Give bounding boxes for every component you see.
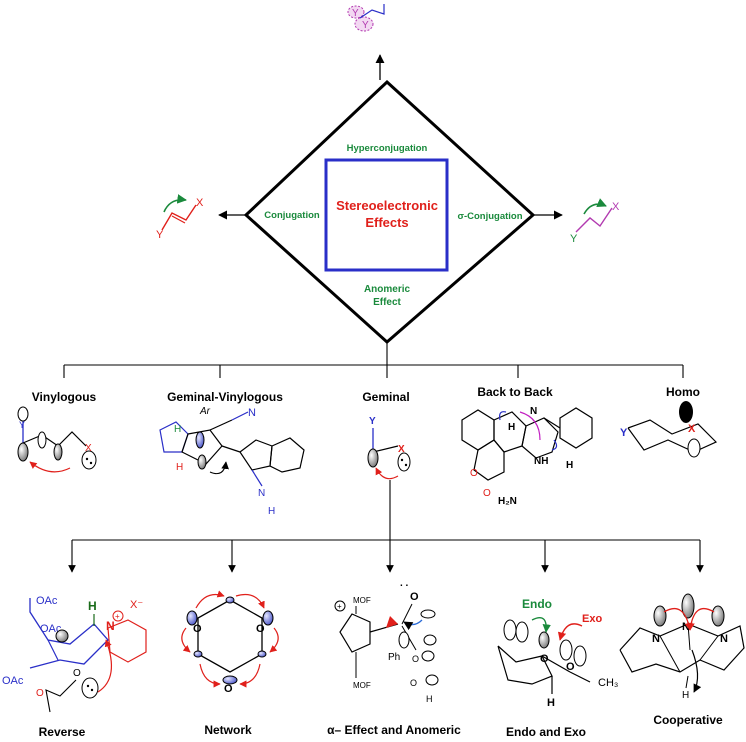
back-to-back-label: Back to Back	[477, 385, 553, 399]
quadrant-left-label: Conjugation	[264, 210, 320, 221]
reverse-xminus: X⁻	[130, 599, 143, 611]
quadrant-bottom-label-line2: Effect	[373, 297, 401, 308]
btb-h2: H	[566, 460, 573, 471]
alpha-ph: Ph	[388, 652, 400, 663]
back-to-back-panel: Back to Back H N NH H O O H₂N	[461, 385, 593, 507]
gv-ar: Ar	[199, 406, 211, 417]
alpha-h: H	[426, 694, 433, 704]
geminal-panel: Geminal Y X	[362, 390, 411, 480]
homo-label: Homo	[666, 385, 700, 399]
endo-o2: O	[566, 661, 575, 673]
vinylogous-label: Vinylogous	[32, 390, 97, 404]
geminal-x: X	[398, 444, 405, 455]
quadrant-right-label: σ-Conjugation	[457, 211, 522, 222]
reverse-oac1: OAc	[36, 595, 58, 607]
cooperative-label: Cooperative	[653, 713, 723, 727]
coop-n3: N	[720, 633, 728, 645]
reverse-label: Reverse	[39, 725, 86, 739]
alpha-mof2: MOF	[353, 681, 371, 690]
geminal-vinylogous-label: Geminal-Vinylogous	[167, 390, 283, 404]
geminal-y: Y	[369, 416, 376, 427]
endo-exo-label: Endo and Exo	[506, 725, 586, 739]
gv-nh: N	[258, 488, 265, 499]
central-diamond: Stereoelectronic Effects Hyperconjugatio…	[243, 79, 536, 345]
endo-o1: O	[540, 653, 549, 665]
gv-h1: H	[174, 424, 181, 435]
vinylogous-x: X	[85, 443, 92, 454]
left-conjugation-molecule: X Y	[156, 194, 204, 241]
alpha-oh-o2: O	[410, 678, 417, 688]
gv-h2: H	[176, 462, 183, 473]
cooperative-panel: Cooperative N N N H	[619, 593, 745, 727]
alpha-plus: +	[337, 602, 342, 611]
svg-text:O: O	[193, 623, 202, 635]
right-sigma-molecule: X Y	[570, 198, 620, 245]
endo-ch3: CH₃	[598, 677, 618, 689]
top-y2: Y	[362, 20, 369, 31]
geminal-vinylogous-panel: Geminal-Vinylogous N Ar H H N H	[159, 390, 305, 517]
vinylogous-y: Y	[19, 420, 25, 430]
network-label: Network	[204, 723, 252, 737]
left-x: X	[196, 197, 204, 209]
geminal-label: Geminal	[362, 390, 409, 404]
vinylogous-panel: Vinylogous Y X	[17, 390, 97, 473]
coop-n1: N	[652, 633, 660, 645]
alpha-o: O	[410, 591, 419, 603]
btb-n: N	[530, 406, 537, 417]
btb-o2: O	[483, 488, 491, 499]
branch-lines	[63, 342, 704, 573]
network-panel: Network O O O	[181, 590, 279, 737]
top-hyperconjugation-molecule: Y Y	[347, 4, 385, 32]
svg-text:. .: . .	[400, 578, 409, 589]
reverse-o2: O	[36, 688, 44, 699]
center-title-line1: Stereoelectronic	[336, 198, 438, 213]
reverse-h: H	[88, 599, 97, 613]
top-y1: Y	[352, 8, 359, 19]
btb-o: O	[470, 468, 478, 479]
coop-h: H	[682, 690, 689, 701]
quadrant-bottom-label-line1: Anomeric	[364, 284, 411, 295]
alpha-label: α– Effect and Anomeric	[327, 723, 461, 737]
center-title-line2: Effects	[365, 215, 408, 230]
network-oxygens: O O O	[193, 623, 265, 695]
reverse-oac3: OAc	[2, 675, 24, 687]
homo-y: Y	[620, 427, 628, 439]
svg-text:O: O	[224, 683, 233, 695]
reverse-n: N	[106, 619, 115, 633]
btb-nh2: H₂N	[498, 496, 517, 507]
reverse-panel: Reverse OAc OAc OAc H N + X⁻ O O	[2, 595, 147, 739]
reverse-o: O	[73, 668, 81, 679]
exo-label: Exo	[582, 613, 602, 625]
gv-n: N	[248, 407, 256, 419]
svg-text:O: O	[256, 623, 265, 635]
btb-h: H	[508, 422, 515, 433]
alpha-anomeric-panel: α– Effect and Anomeric MOF MOF + Ph O . …	[327, 578, 461, 737]
homo-x: X	[688, 423, 696, 435]
btb-nh: NH	[534, 456, 548, 467]
alpha-oh-o1: O	[412, 654, 419, 664]
endo-label: Endo	[522, 597, 552, 611]
right-x: X	[612, 201, 620, 213]
gv-nh-h: H	[268, 506, 275, 517]
quadrant-top-label: Hyperconjugation	[347, 143, 428, 154]
outward-arrows	[218, 54, 563, 220]
alpha-mof1: MOF	[353, 596, 371, 605]
reverse-oac2: OAc	[40, 623, 62, 635]
endo-exo-panel: Endo and Exo Endo Exo O O H CH₃	[497, 597, 618, 739]
homo-panel: Homo X Y	[620, 385, 718, 458]
reverse-plus: +	[115, 612, 120, 621]
endo-h: H	[547, 697, 555, 709]
right-y: Y	[570, 233, 578, 245]
left-y: Y	[156, 229, 164, 241]
